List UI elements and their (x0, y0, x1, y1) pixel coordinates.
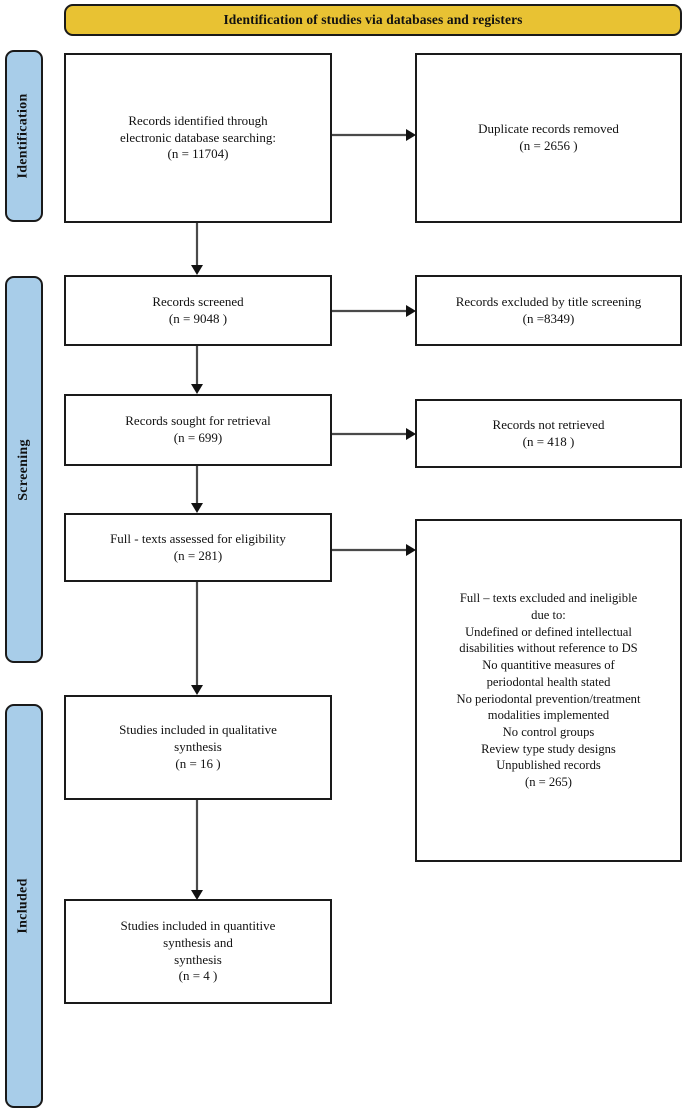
node-records-excluded-title: Records excluded by title screening (n =… (415, 275, 682, 346)
node-records-identified: Records identified through electronic da… (64, 53, 332, 223)
node-qualitative-synthesis: Studies included in qualitative synthesi… (64, 695, 332, 800)
connector-identified-to-screened (190, 223, 204, 275)
stage-included: Included (5, 704, 43, 1108)
node-duplicate-records-removed-text: Duplicate records removed (n = 2656 ) (478, 121, 619, 153)
node-qualitative-synthesis-text: Studies included in qualitative synthesi… (119, 722, 277, 771)
connector-sought-to-fulltext (190, 466, 204, 513)
node-records-screened-text: Records screened (n = 9048 ) (152, 293, 244, 326)
connector-fulltext-to-qualitative (190, 582, 204, 695)
node-fulltext-excluded: Full – texts excluded and ineligible due… (415, 519, 682, 862)
diagram-header-banner: Identification of studies via databases … (64, 4, 682, 36)
node-records-sought-for-retrieval: Records sought for retrieval (n = 699) (64, 394, 332, 466)
node-fulltext-excluded-text: Full – texts excluded and ineligible due… (456, 591, 641, 790)
connector-sought-to-not-retrieved (332, 427, 416, 441)
stage-included-label: Included (16, 878, 31, 934)
connector-fulltext-to-excluded (332, 543, 416, 557)
diagram-header-title: Identification of studies via databases … (223, 12, 523, 27)
connector-screened-to-excluded (332, 304, 416, 318)
connector-screened-to-sought (190, 346, 204, 394)
stage-screening-label: Screening (16, 438, 31, 501)
connector-qualitative-to-quantitative (190, 800, 204, 900)
node-duplicate-records-removed: Duplicate records removed (n = 2656 ) (415, 53, 682, 223)
node-fulltext-assessed: Full - texts assessed for eligibility (n… (64, 513, 332, 582)
connector-identified-to-duplicates (332, 128, 416, 142)
node-quantitative-synthesis: Studies included in quantitive synthesis… (64, 899, 332, 1004)
stage-screening: Screening (5, 276, 43, 663)
node-fulltext-assessed-text: Full - texts assessed for eligibility (n… (110, 530, 286, 563)
node-records-sought-for-retrieval-text: Records sought for retrieval (n = 699) (125, 413, 271, 445)
stage-identification: Identification (5, 50, 43, 222)
node-records-screened: Records screened (n = 9048 ) (64, 275, 332, 346)
node-records-identified-text: Records identified through electronic da… (120, 112, 276, 162)
node-records-excluded-title-text: Records excluded by title screening (n =… (455, 293, 642, 326)
node-records-not-retrieved: Records not retrieved (n = 418 ) (415, 399, 682, 468)
node-quantitative-synthesis-text: Studies included in quantitive synthesis… (120, 917, 276, 984)
node-records-not-retrieved-text: Records not retrieved (n = 418 ) (492, 416, 605, 449)
stage-identification-label: Identification (16, 93, 31, 179)
